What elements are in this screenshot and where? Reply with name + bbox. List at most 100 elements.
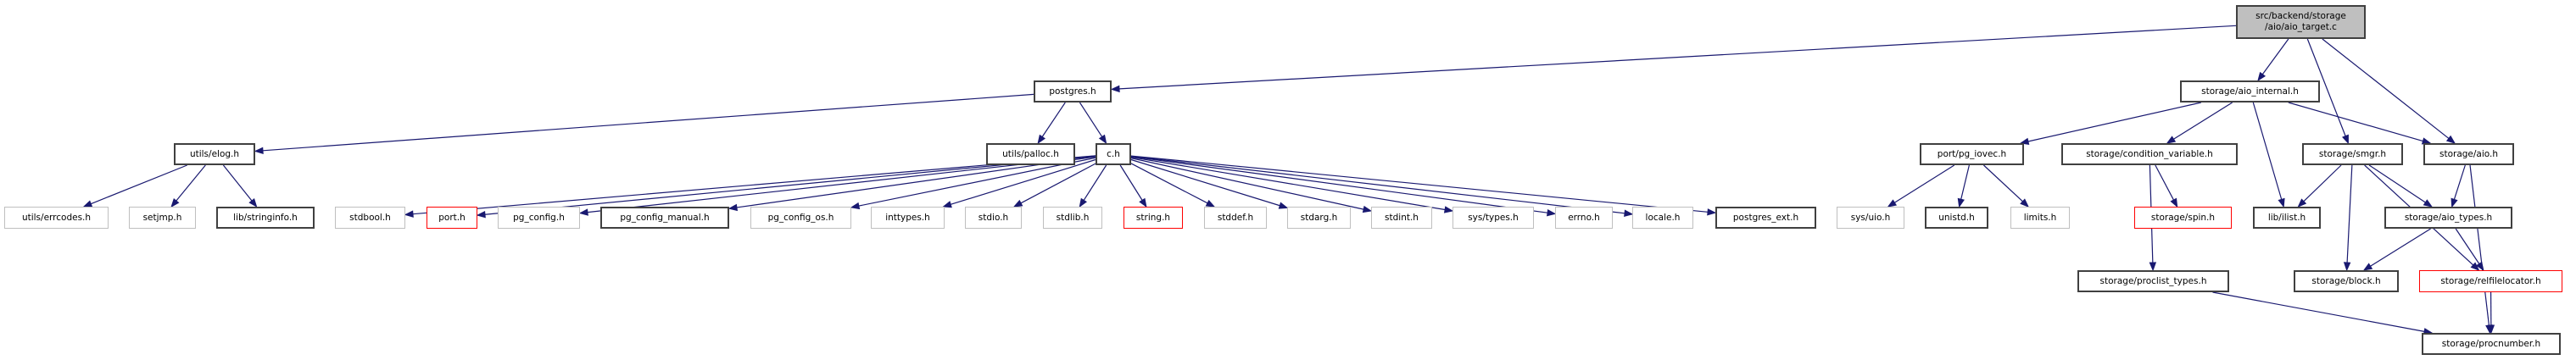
arrowhead-icon bbox=[2020, 198, 2030, 208]
arrowhead-icon bbox=[1110, 85, 1120, 93]
arrowhead-icon bbox=[1362, 205, 1373, 213]
node-spin[interactable]: storage/spin.h bbox=[2134, 207, 2232, 229]
node-aio-internal[interactable]: storage/aio_internal.h bbox=[2180, 80, 2320, 102]
edge-line bbox=[412, 155, 1096, 215]
edge-c-to-systypes bbox=[1130, 156, 1454, 213]
node-inttypes[interactable]: inttypes.h bbox=[871, 207, 945, 229]
arrowhead-icon bbox=[1547, 208, 1557, 217]
edge-line bbox=[950, 158, 1096, 205]
node-stddef[interactable]: stddef.h bbox=[1204, 207, 1267, 229]
edge-line bbox=[1020, 163, 1096, 204]
edge-c-to-pg_config_os bbox=[850, 157, 1096, 210]
node-unistd[interactable]: unistd.h bbox=[1925, 207, 1988, 229]
arrowhead-icon bbox=[850, 202, 861, 210]
edge-line bbox=[2261, 38, 2289, 75]
node-limits[interactable]: limits.h bbox=[2010, 207, 2070, 229]
node-pg-config-manual[interactable]: pg_config_manual.h bbox=[600, 207, 729, 229]
edge-pg_iovec-to-sysuio bbox=[1887, 164, 1955, 208]
edge-postgres-to-palloc bbox=[1037, 102, 1066, 145]
node-proclist[interactable]: storage/proclist_types.h bbox=[2077, 270, 2229, 292]
edge-aio-to-aio_types bbox=[2451, 164, 2466, 208]
edge-line bbox=[587, 155, 1096, 213]
edge-aio_internal-to-cond_var bbox=[2166, 102, 2233, 144]
node-procnumber[interactable]: storage/procnumber.h bbox=[2422, 333, 2561, 355]
arrowhead-icon bbox=[1098, 134, 1107, 145]
arrowhead-icon bbox=[1012, 199, 1023, 208]
node-sysuio[interactable]: sys/uio.h bbox=[1837, 207, 1904, 229]
node-smgr[interactable]: storage/smgr.h bbox=[2302, 143, 2403, 165]
edge-pg_iovec-to-limits bbox=[1983, 164, 2030, 208]
arrowhead-icon bbox=[2423, 199, 2434, 208]
arrowhead-icon bbox=[404, 210, 414, 218]
edge-c-to-pg_config bbox=[578, 155, 1096, 216]
edge-line bbox=[2252, 102, 2283, 200]
edge-proclist-to-procnumber bbox=[2212, 291, 2434, 335]
edge-line bbox=[1130, 155, 1709, 213]
node-setjmp[interactable]: setjmp.h bbox=[129, 207, 196, 229]
edge-line bbox=[2368, 164, 2426, 203]
node-postgres-ext[interactable]: postgres_ext.h bbox=[1715, 207, 1816, 229]
edge-line bbox=[2469, 164, 2490, 326]
node-block[interactable]: storage/block.h bbox=[2294, 270, 2399, 292]
arrowhead-icon bbox=[2019, 137, 2030, 146]
node-string[interactable]: string.h bbox=[1124, 207, 1183, 229]
edge-line bbox=[262, 93, 1034, 152]
node-ilist[interactable]: lib/ilist.h bbox=[2253, 207, 2321, 229]
node-locale[interactable]: locale.h bbox=[1632, 207, 1693, 229]
node-elog[interactable]: utils/elog.h bbox=[174, 143, 255, 165]
arrowhead-icon bbox=[1037, 134, 1045, 145]
node-aio[interactable]: storage/aio.h bbox=[2423, 143, 2514, 165]
node-stdint[interactable]: stdint.h bbox=[1371, 207, 1432, 229]
edge-root-to-smgr bbox=[2306, 38, 2349, 145]
arrowhead-icon bbox=[1624, 209, 1634, 217]
edge-line bbox=[2453, 164, 2466, 200]
arrowhead-icon bbox=[2476, 261, 2484, 272]
edge-c-to-stddef bbox=[1130, 163, 1216, 208]
arrowhead-icon bbox=[2297, 198, 2307, 208]
node-pg-config-os[interactable]: pg_config_os.h bbox=[750, 207, 851, 229]
node-pg-iovec[interactable]: port/pg_iovec.h bbox=[1920, 143, 2024, 165]
node-stringinfo[interactable]: lib/stringinfo.h bbox=[216, 207, 315, 229]
arrowhead-icon bbox=[2170, 197, 2178, 208]
node-errcodes[interactable]: utils/errcodes.h bbox=[4, 207, 109, 229]
arrowhead-icon bbox=[82, 200, 93, 208]
node-stdlib[interactable]: stdlib.h bbox=[1043, 207, 1102, 229]
edge-line bbox=[1041, 102, 1066, 137]
node-errno[interactable]: errno.h bbox=[1555, 207, 1613, 229]
node-port[interactable]: port.h bbox=[427, 207, 477, 229]
edge-aio_internal-to-pg_iovec bbox=[2019, 102, 2202, 146]
edge-c-to-stdlib bbox=[1079, 164, 1107, 208]
node-stdio[interactable]: stdio.h bbox=[965, 207, 1022, 229]
arrowhead-icon bbox=[2470, 262, 2480, 271]
edge-postgres-to-elog bbox=[254, 93, 1034, 155]
node-palloc[interactable]: utils/palloc.h bbox=[986, 143, 1075, 165]
node-relfile[interactable]: storage/relfilelocator.h bbox=[2419, 270, 2562, 292]
arrowhead-icon bbox=[728, 203, 738, 212]
edge-line bbox=[1118, 25, 2237, 90]
edge-line bbox=[2212, 291, 2425, 332]
edge-smgr-to-block bbox=[2343, 164, 2353, 272]
edge-line bbox=[484, 155, 1096, 215]
arrowhead-icon bbox=[2343, 262, 2351, 272]
edge-line bbox=[2346, 164, 2353, 263]
arrowhead-icon bbox=[1278, 202, 1289, 209]
arrowhead-icon bbox=[2451, 197, 2458, 208]
node-postgres[interactable]: postgres.h bbox=[1034, 80, 1112, 102]
node-stdbool[interactable]: stdbool.h bbox=[335, 207, 405, 229]
node-pg-config[interactable]: pg_config.h bbox=[498, 207, 580, 229]
edge-relfile-to-procnumber bbox=[2487, 291, 2495, 335]
arrowhead-icon bbox=[2362, 263, 2373, 271]
edge-line bbox=[2370, 228, 2431, 267]
edge-postgres-to-c bbox=[1079, 102, 1107, 145]
node-c[interactable]: c.h bbox=[1096, 143, 1131, 165]
node-aio-types[interactable]: storage/aio_types.h bbox=[2384, 207, 2512, 229]
arrowhead-icon bbox=[2487, 324, 2495, 335]
node-stdarg[interactable]: stdarg.h bbox=[1287, 207, 1351, 229]
edge-elog-to-setjmp bbox=[170, 164, 206, 208]
edge-line bbox=[1960, 164, 1970, 200]
node-cond-var[interactable]: storage/condition_variable.h bbox=[2061, 143, 2238, 165]
edge-c-to-locale bbox=[1130, 155, 1634, 217]
node-systypes[interactable]: sys/types.h bbox=[1452, 207, 1534, 229]
arrowhead-icon bbox=[2342, 134, 2349, 145]
